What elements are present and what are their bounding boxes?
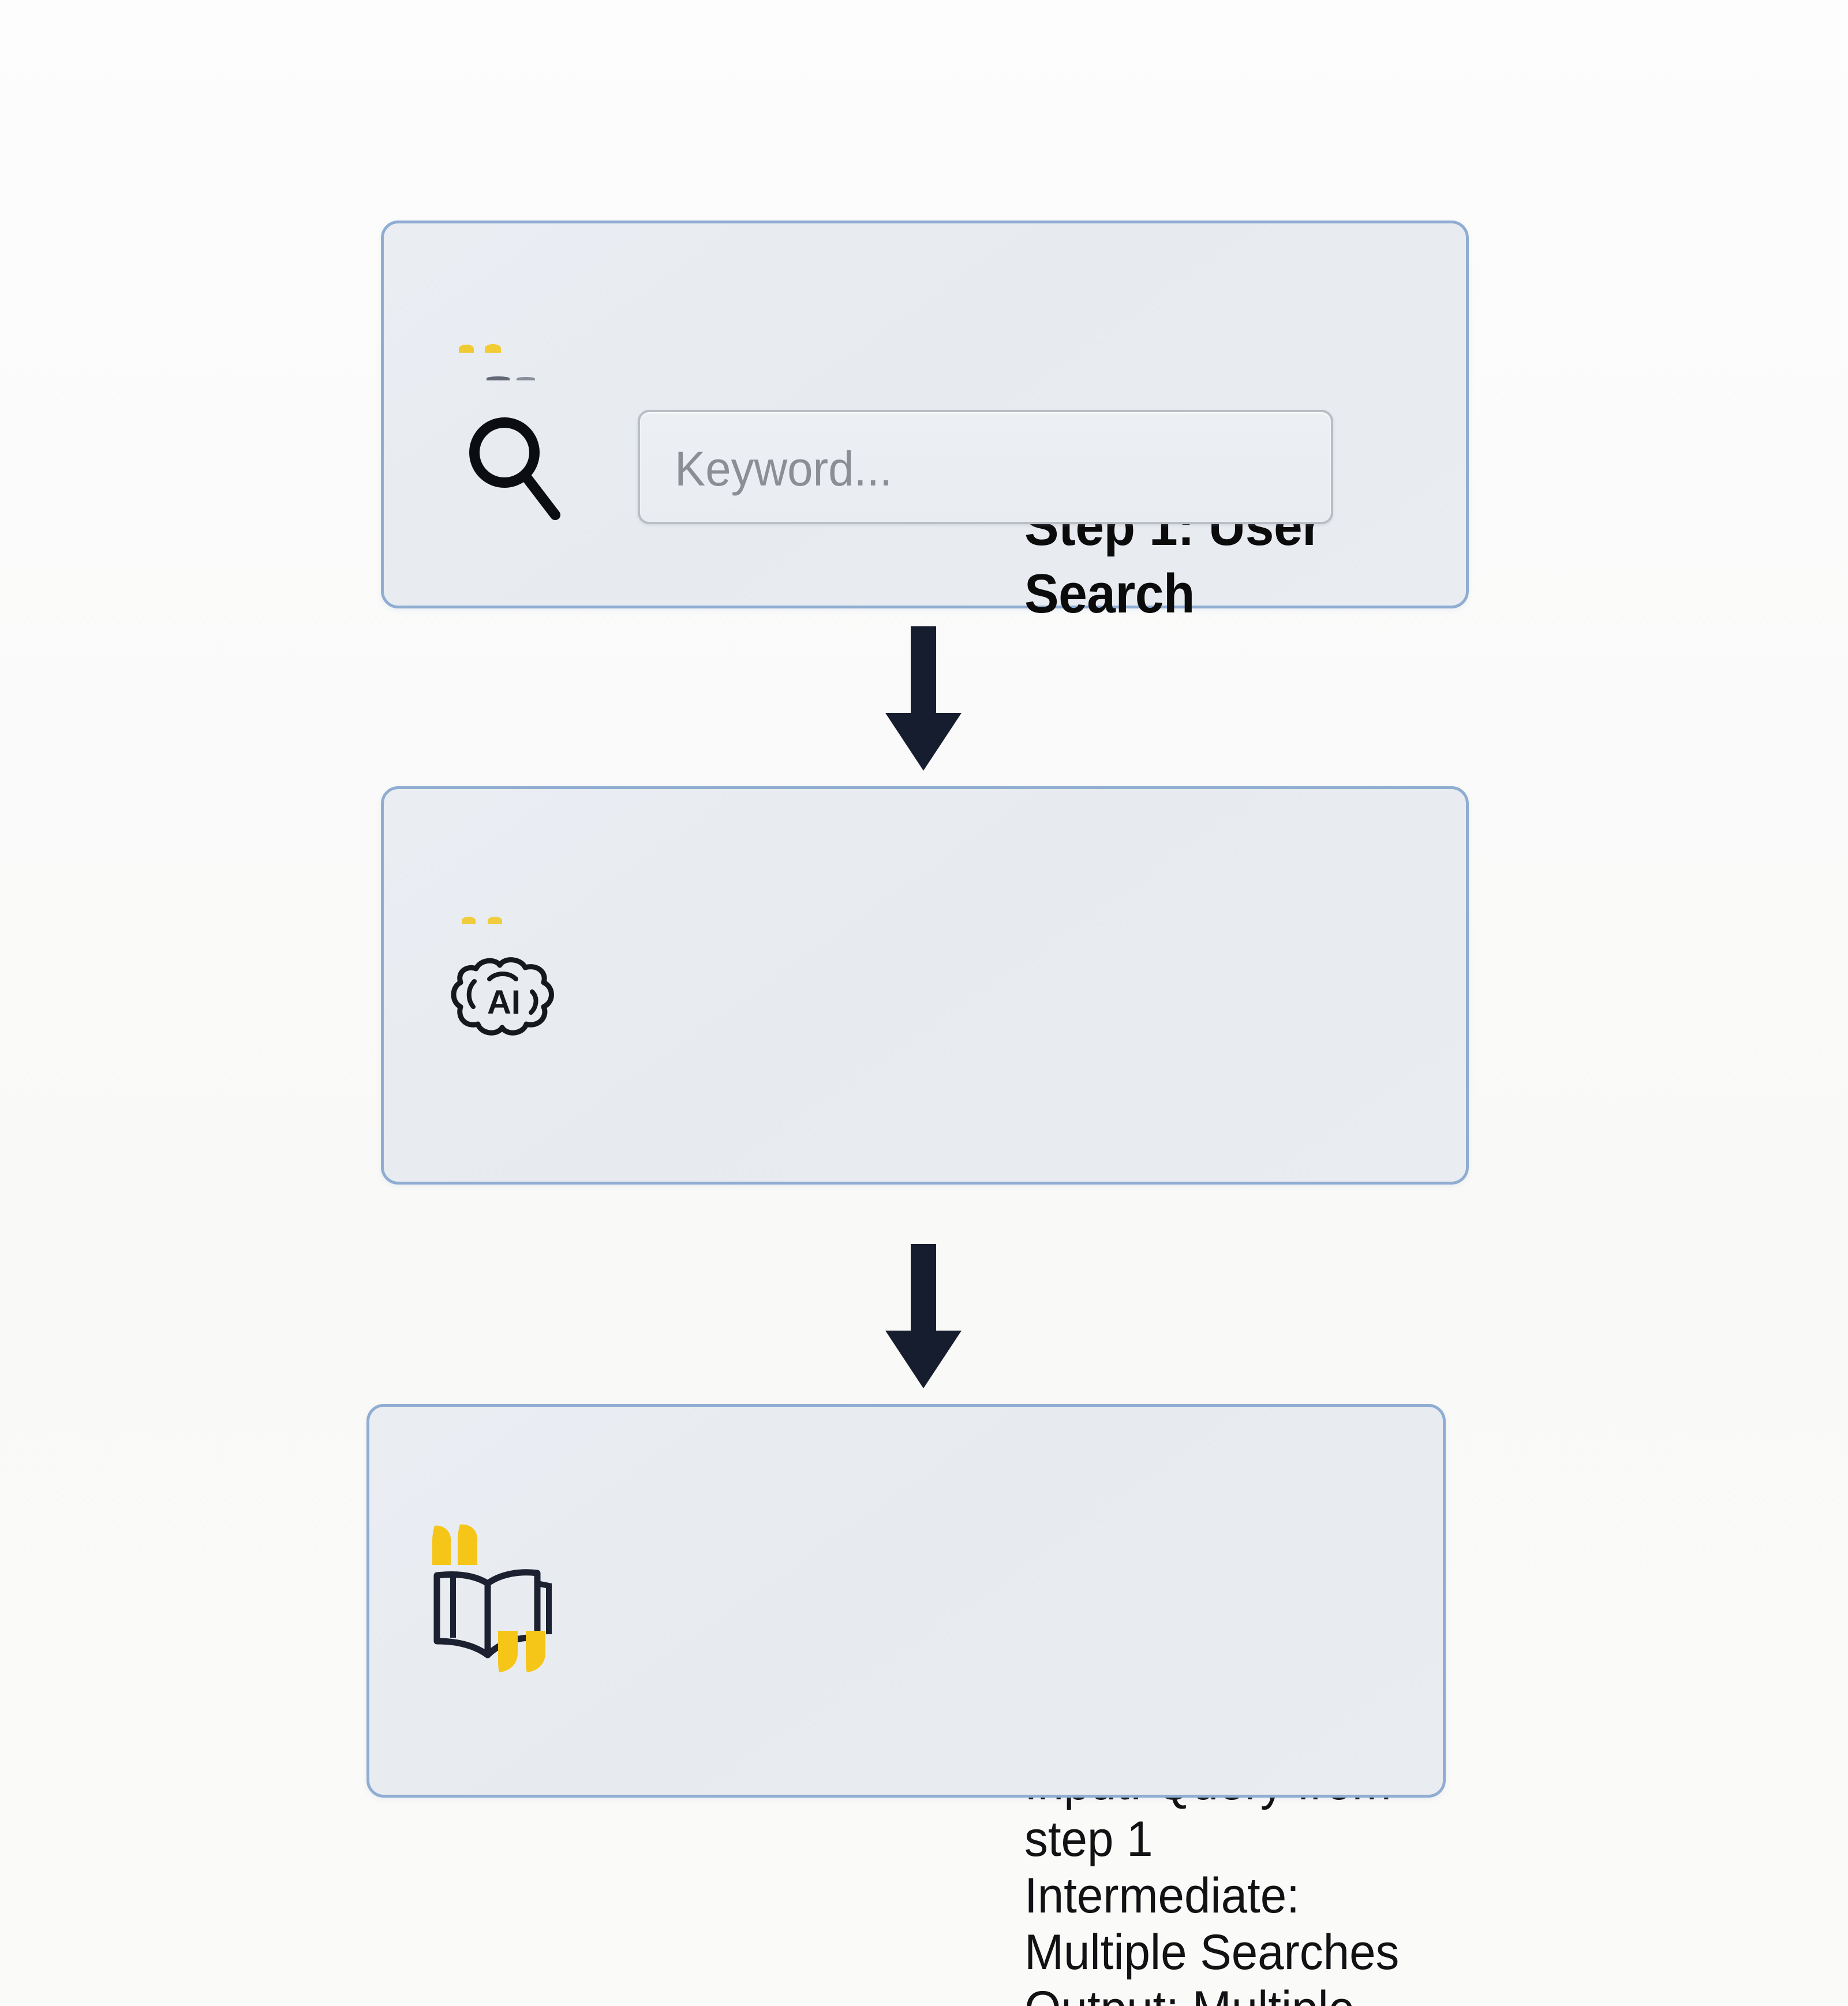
ai-brain-icon: AI bbox=[451, 957, 554, 1036]
open-book-quote-icon bbox=[432, 1524, 552, 1672]
arrow-down-icon bbox=[885, 626, 962, 771]
ai-icon-label: AI bbox=[487, 984, 521, 1021]
search-input[interactable]: Keyword... bbox=[638, 410, 1333, 524]
arrow-down-icon bbox=[885, 1244, 962, 1388]
search-row: Keyword... bbox=[456, 404, 1339, 528]
search-icon[interactable] bbox=[456, 409, 571, 524]
search-input-placeholder: Keyword... bbox=[675, 442, 892, 496]
